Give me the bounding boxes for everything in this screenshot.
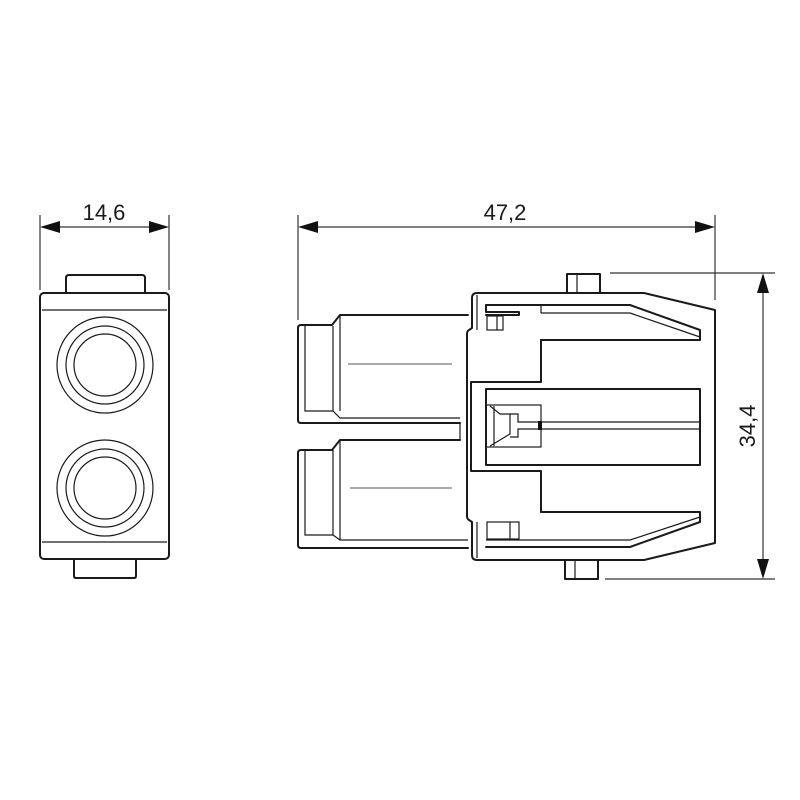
upper-latch-arm <box>485 304 701 341</box>
height-dimension-label: 34,4 <box>735 405 760 448</box>
central-contact-channel <box>485 388 701 466</box>
upper-contact-sleeve <box>297 314 469 424</box>
dimension-width: 14,6 <box>39 200 170 290</box>
lower-contact-sleeve <box>297 423 469 549</box>
dimension-length: 47,2 <box>297 200 716 320</box>
side-view: 47,2 34,4 <box>297 200 775 580</box>
front-body <box>39 292 170 560</box>
bottom-locating-pin <box>564 559 599 580</box>
front-bottom-tab <box>73 558 137 579</box>
top-locating-pin <box>566 273 601 294</box>
lower-contact-cavity <box>56 439 154 537</box>
front-top-tab <box>65 274 146 294</box>
dimension-height: 34,4 <box>605 272 775 580</box>
upper-contact-cavity <box>56 316 154 414</box>
inner-frame <box>470 339 542 513</box>
lower-latch-arm <box>485 511 701 548</box>
length-dimension-label: 47,2 <box>484 200 527 225</box>
housing-outline <box>466 292 716 561</box>
width-dimension-label: 14,6 <box>83 200 126 225</box>
front-view: 14,6 <box>39 200 170 579</box>
